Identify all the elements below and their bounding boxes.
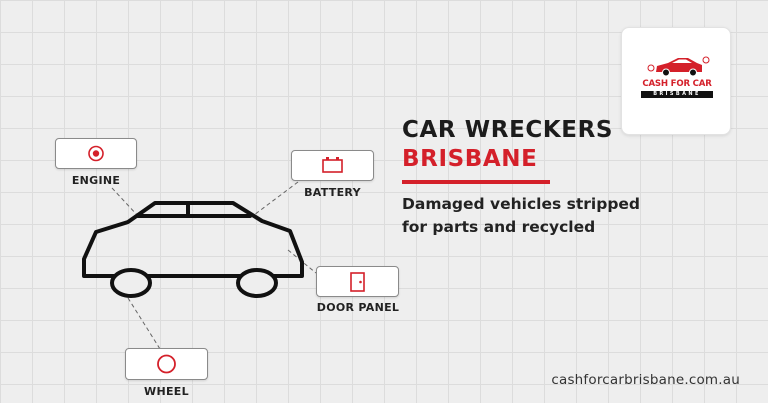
subtitle: Damaged vehicles stripped for parts and … [402,193,640,239]
engine-icon [87,145,104,161]
part-label-wheel: WHEEL [144,385,189,398]
leader-line-engine [111,187,139,217]
leader-line-battery [253,181,299,216]
logo-main-text: CASH FOR CAR [642,79,712,89]
subtitle-line-2: for parts and recycled [402,218,596,236]
title-brisbane: BRISBANE [402,146,538,172]
website-url: cashforcarbrisbane.com.au [551,372,740,388]
logo-sub-text: BRISBANE [653,91,701,97]
title-underline [402,180,550,184]
car-icon [647,56,710,77]
car-outline [82,201,304,298]
leader-line-door [287,249,317,274]
battery-icon [321,156,343,173]
door-icon [349,271,365,292]
part-card-battery [291,150,374,181]
logo-card: CASH FOR CAR BRISBANE [621,27,731,135]
part-label-engine: ENGINE [71,174,121,187]
leader-line-wheel [127,297,161,350]
part-card-door-panel [316,266,399,297]
part-label-door-panel: DOOR PANEL [316,301,400,314]
part-label-battery: BATTERY [304,186,361,199]
subtitle-line-1: Damaged vehicles stripped [402,195,641,213]
part-card-wheel [125,348,208,380]
wheel-icon [156,354,176,373]
title-car-wreckers: CAR WRECKERS [402,117,614,143]
logo-sub-bar: BRISBANE [641,91,713,98]
part-card-engine [55,138,137,169]
